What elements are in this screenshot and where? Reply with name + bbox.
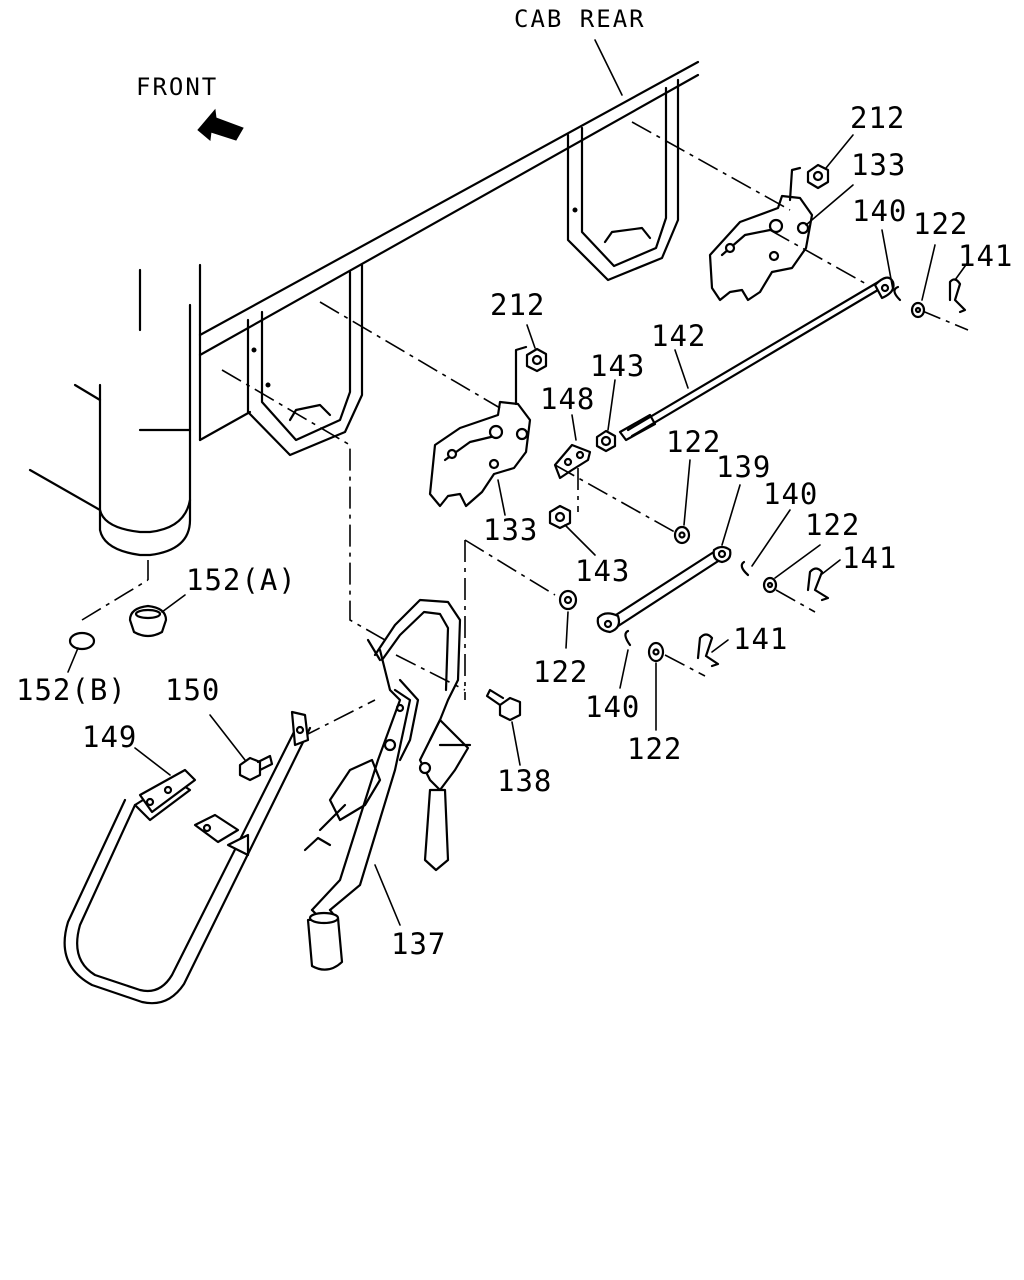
step-bracket-149 [63,710,312,1005]
part-number-label: 139 [716,450,772,484]
part-number-label: 122 [805,508,861,542]
clip-140-icon [624,629,632,647]
lever-bracket-lower [428,345,532,508]
part-number-label: 141 [958,239,1014,273]
washer-122-icon [910,301,926,319]
part-number-label: 152(B) [16,673,127,707]
washer-122-icon [673,525,691,545]
part-number-label: 142 [651,319,707,353]
part-number-label: 148 [540,382,596,416]
part-number-label: 122 [627,732,683,766]
front-label: FRONT [136,73,219,101]
part-number-label: 140 [585,690,641,724]
part-number-label: 150 [165,673,221,707]
rod-142 [618,276,895,442]
pin-141-icon [696,633,720,668]
bolt-138-icon [485,688,522,722]
part-number-label: 122 [913,207,969,241]
part-number-label: 141 [842,541,898,575]
part-number-label: 140 [852,194,908,228]
part-number-label: 140 [763,477,819,511]
part-number-label: 212 [490,288,546,322]
brake-lever-137 [303,598,472,971]
part-number-label: 133 [851,148,907,182]
plate-148 [553,443,592,480]
part-number-label: 152(A) [186,563,297,597]
nut-icon [806,163,830,190]
washer-122-icon [558,589,578,611]
part-number-label: 133 [483,513,539,547]
pin-141-icon [806,567,830,602]
front-arrow-icon [197,108,244,141]
washer-122-icon [762,576,778,594]
washer-122-icon [647,641,665,663]
part-number-label: 143 [575,554,631,588]
rod-139 [596,545,732,634]
plug-152b-icon [68,631,96,651]
lever-bracket-upper [708,166,814,302]
nut-icon [548,504,572,530]
clip-140-icon [893,285,902,302]
nut-icon [595,429,617,453]
clip-140-icon [740,560,750,577]
pin-141-icon [948,278,967,314]
part-number-label: 122 [666,425,722,459]
part-number-label: 141 [733,622,789,656]
nut-icon [525,347,548,373]
part-number-label: 138 [497,764,553,798]
part-number-label: 122 [533,655,589,689]
part-number-label: 212 [850,101,906,135]
grommet-152a-icon [128,604,168,638]
part-number-label: 143 [590,349,646,383]
bolt-150-icon [238,754,274,782]
part-number-label: 137 [391,927,447,961]
cab-frame [28,60,700,557]
part-number-label: 149 [82,720,138,754]
cab-rear-label: CAB REAR [514,5,646,33]
